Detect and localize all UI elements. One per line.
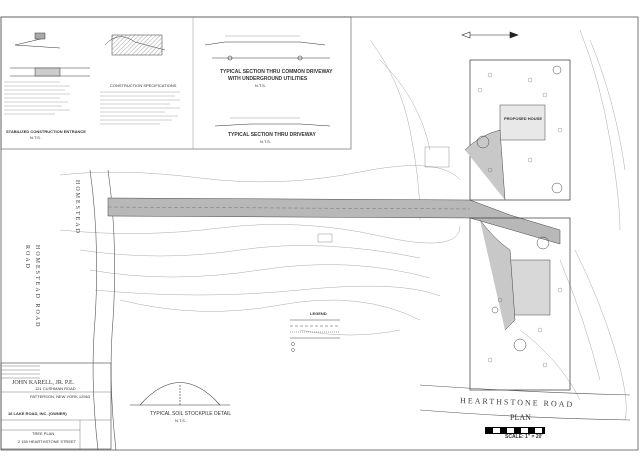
property-lines xyxy=(469,59,571,391)
drawing-location: 2 150 HEARTHSTONE STREET xyxy=(18,439,77,444)
entrance-title: STABILIZED CONSTRUCTION ENTRANCE xyxy=(6,129,86,134)
driveway-section-title: TYPICAL SECTION THRU DRIVEWAY xyxy=(228,132,316,138)
entrance-scale: N.T.S. xyxy=(30,135,41,140)
scale-bar xyxy=(485,427,545,434)
plan-title: PLAN xyxy=(510,413,531,422)
common-driveway xyxy=(107,197,561,245)
spec-text-lines xyxy=(4,81,180,125)
scale-label: SCALE: 1" = 20' xyxy=(505,434,543,440)
title-block-grid xyxy=(1,365,111,449)
detail-panel-border xyxy=(0,16,352,150)
hearthstone-road xyxy=(419,384,631,421)
entrance-detail-sketch xyxy=(10,32,166,77)
legend-title: LEGEND xyxy=(310,311,327,316)
common-driveway-section xyxy=(204,35,330,61)
engineer-address-1: 121 CUSHMAN ROAD xyxy=(35,386,76,391)
road-label-homestead-road: HOMESTEAD ROAD xyxy=(34,245,40,329)
engineer-name: JOHN KARELL, JR. P.E. xyxy=(12,380,75,386)
common-driveway-title: TYPICAL SECTION THRU COMMON DRIVEWAY xyxy=(220,69,333,75)
project-owner: 16 LAKE ROAD, INC. (OWNER) xyxy=(8,411,67,416)
construction-specs-label: CONSTRUCTION SPECIFICATIONS xyxy=(110,83,177,88)
common-driveway-subtitle: WITH UNDERGROUND UTILITIES xyxy=(228,76,308,82)
driveway-section-scale: N.T.S. xyxy=(260,139,271,144)
road-label-homestead: HOMESTEAD xyxy=(74,180,80,235)
driveway-section xyxy=(214,117,331,127)
north-arrow xyxy=(461,31,519,39)
tree-symbols xyxy=(317,72,563,368)
common-driveway-scale: N.T.S. xyxy=(255,83,266,88)
stockpile-detail-sketch xyxy=(130,382,230,406)
road-label-road: ROAD xyxy=(24,245,30,271)
stockpile-title: TYPICAL SOIL STOCKPILE DETAIL xyxy=(150,411,232,417)
proposed-house-label: PROPOSED HOUSE xyxy=(504,116,543,121)
drawing-title: TREE PLAN xyxy=(32,431,55,436)
south-lot xyxy=(479,219,551,352)
engineer-address-2: PATTERSON, NEW YORK 12563 xyxy=(30,394,91,399)
contour-lines xyxy=(59,29,627,421)
legend-symbols xyxy=(290,319,340,352)
north-lot xyxy=(464,65,563,201)
stockpile-scale: N.T.S. xyxy=(175,418,186,423)
title-block-border xyxy=(0,362,112,450)
